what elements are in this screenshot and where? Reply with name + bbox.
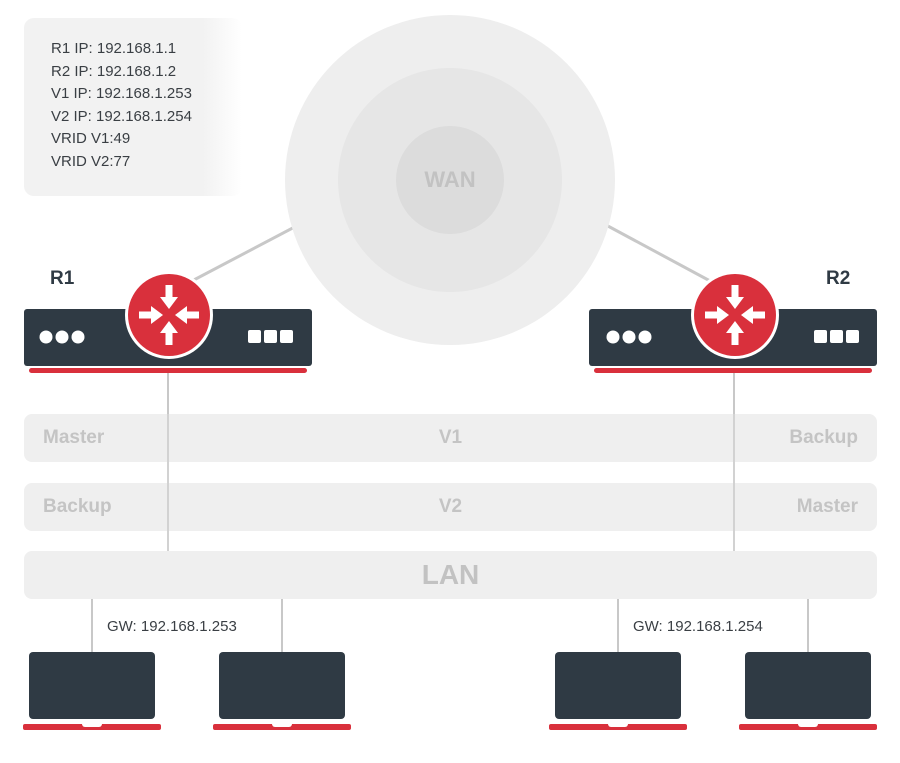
gateway-left-label: GW: 192.168.1.253 — [107, 618, 237, 635]
laptop-2-base — [213, 724, 351, 730]
vlan-v2-left-role: Backup — [43, 496, 112, 517]
info-line-v1-ip: V1 IP: 192.168.1.253 — [51, 85, 192, 103]
router-r2-label: R2 — [826, 268, 851, 289]
laptop-icon — [219, 652, 345, 719]
wan-core — [396, 126, 504, 234]
router-icon — [691, 271, 779, 359]
info-line-v2-ip: V2 IP: 192.168.1.254 — [51, 107, 192, 125]
router-icon — [125, 271, 213, 359]
gateway-right-label: GW: 192.168.1.254 — [633, 618, 763, 635]
wan-label: WAN — [424, 167, 476, 192]
laptop-4-notch — [798, 724, 818, 727]
router-r1-label: R1 — [50, 268, 75, 289]
laptop-1-base — [23, 724, 161, 730]
ip-info-box — [24, 18, 242, 196]
router-r2-port-dots-icon — [606, 330, 652, 344]
laptop-1-notch — [82, 724, 102, 727]
laptop-2-notch — [272, 724, 292, 727]
laptop-icon — [29, 652, 155, 719]
vlan-v1-name: V1 — [438, 427, 463, 448]
vlan-v1-left-role: Master — [43, 427, 105, 448]
router-r1-base-strip — [29, 368, 307, 373]
laptop-icon — [745, 652, 871, 719]
vlan-v2-name: V2 — [438, 496, 463, 517]
lan-bar — [24, 551, 877, 599]
laptop-3-base — [549, 724, 687, 730]
info-line-r2-ip: R2 IP: 192.168.1.2 — [51, 62, 177, 80]
laptop-icon — [555, 652, 681, 719]
info-line-vrid-v1: VRID V1:49 — [51, 130, 131, 148]
router-r2-base-strip — [594, 368, 872, 373]
vlan-v1-right-role: Backup — [789, 427, 858, 448]
ip-info-lines: R1 IP: 192.168.1.1 R2 IP: 192.168.1.2 V1… — [51, 38, 192, 174]
lan-label: LAN — [421, 559, 480, 590]
router-r2-port-squares-icon — [814, 330, 859, 343]
vlan-v2-right-role: Master — [796, 496, 858, 517]
router-r1-port-squares-icon — [248, 330, 293, 343]
info-line-r1-ip: R1 IP: 192.168.1.1 — [51, 40, 177, 57]
info-line-vrid-v2: VRID V2:77 — [51, 152, 131, 170]
router-r1-port-dots-icon — [39, 330, 85, 344]
laptop-3-notch — [608, 724, 628, 727]
laptop-4-base — [739, 724, 877, 730]
